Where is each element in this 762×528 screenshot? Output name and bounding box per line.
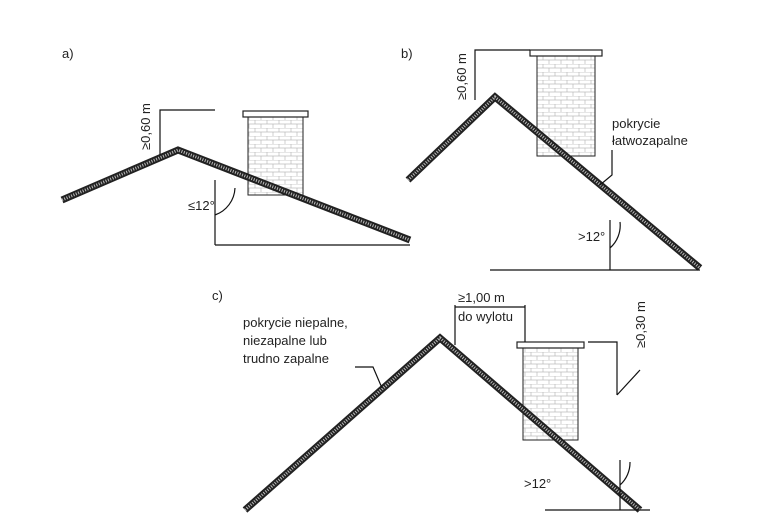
chimney-cap bbox=[242, 110, 309, 118]
height-label: ≥0,60 m bbox=[138, 103, 153, 150]
note-line-1: pokrycie niepalne, bbox=[243, 315, 348, 330]
note-line-2: niezapalne lub bbox=[243, 333, 327, 348]
distance-sublabel: do wylotu bbox=[458, 309, 513, 324]
height-label: ≥0,30 m bbox=[633, 301, 648, 348]
roof bbox=[60, 146, 412, 244]
panel-a-label: a) bbox=[62, 46, 74, 61]
chimney-cap bbox=[516, 341, 585, 349]
chimney bbox=[522, 347, 579, 441]
angle-label: >12° bbox=[524, 476, 551, 491]
dimension-lines bbox=[474, 49, 700, 271]
panel-c: c) ≥1,00 m do wylotu ≥0,30 m pokrycie ni… bbox=[212, 288, 650, 513]
dimension-lines bbox=[159, 109, 410, 246]
chimney-cap bbox=[529, 49, 603, 57]
note-line-1: pokrycie bbox=[612, 116, 660, 131]
panel-a: a) ≥0,60 m ≤12° bbox=[60, 46, 412, 246]
panel-b-label: b) bbox=[401, 46, 413, 61]
panel-b: b) ≥0,60 m pokrycie łatwozapalne >12° bbox=[401, 46, 703, 271]
distance-label: ≥1,00 m bbox=[458, 290, 505, 305]
angle-label: >12° bbox=[578, 229, 605, 244]
note-line-3: trudno zapalne bbox=[243, 351, 329, 366]
panel-c-label: c) bbox=[212, 288, 223, 303]
angle-label: ≤12° bbox=[188, 198, 215, 213]
note-line-2: łatwozapalne bbox=[612, 133, 688, 148]
dimension-lines bbox=[355, 305, 650, 511]
height-label: ≥0,60 m bbox=[454, 53, 469, 100]
